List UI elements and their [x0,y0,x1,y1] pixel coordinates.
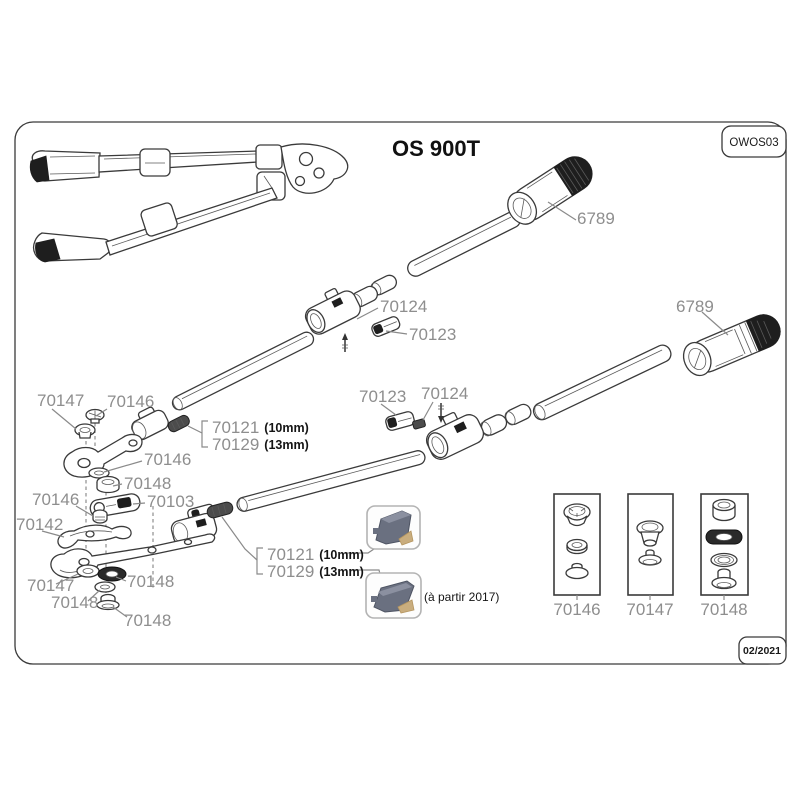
detail-box-label: 70148 [700,600,747,619]
cap-70148 [96,475,120,494]
detail-box-70147: 70147 [626,493,674,619]
handle-grip-right [682,314,781,377]
callout-labels: 6789 6789 70124 70123 70123 70124 70147 … [16,209,714,630]
bracket-row: 70121(10mm) [267,545,364,564]
pole-tube-lower [171,331,315,411]
nut-70146-low [92,509,108,524]
doc-code-box [721,125,787,158]
size-bracket-upper: 70121(10mm) 70129(13mm) [201,418,309,454]
part-label-70148-cap: 70148 [124,474,171,493]
part-label-70142: 70142 [16,515,63,534]
photo-inset-13mm [365,572,422,619]
cap-70147-top [74,423,96,439]
part-label-70123-top: 70123 [409,325,456,344]
ferrule-insert-lower [206,501,234,519]
washer-70148-dark [97,566,127,582]
part-label-70103: 70103 [147,492,194,511]
washer-70146-mid [88,467,110,479]
size-bracket-lower: 70121(10mm) 70129(13mm) [256,545,364,581]
washer-70148-mid [94,581,116,593]
link-arm [63,433,143,478]
photo-inset-10mm [366,505,421,550]
lock-lever-mid [385,411,415,431]
part-label-70124-top: 70124 [380,297,427,316]
doc-code: OWOS03 [729,137,778,149]
page-title: OS 900T [392,136,481,161]
ferrule-c [504,403,532,426]
pole-tube-mid [236,450,426,512]
detail-box-70148: 70148 [700,493,749,619]
clamp-housing-upper [304,287,361,335]
note-after-2017: (à partir 2017) [424,590,499,604]
bracket-row: 70129(13mm) [212,435,309,454]
washer-70147-bottom [76,564,100,578]
part-label-70124-mid: 70124 [421,384,468,403]
ferrule-insert-upper [167,414,190,433]
spring-pin-mid [438,403,444,423]
part-label-6789-right: 6789 [676,297,714,316]
detail-box-label: 70146 [553,600,600,619]
revision-date: 02/2021 [743,645,781,657]
head-clamp-upper [131,406,169,441]
revision-box [738,636,787,665]
part-label-70148-b3: 70148 [124,611,171,630]
part-label-70147-top: 70147 [37,391,84,410]
spring-pin-upper [342,333,348,352]
counter-blade-70142 [57,524,132,549]
part-label-70146-top: 70146 [107,392,154,411]
detail-box-70146: 70146 [553,493,601,619]
lock-lever-upper [371,316,401,337]
part-label-70123-mid: 70123 [359,387,406,406]
bracket-row: 70121(10mm) [212,418,309,437]
lower-pole-assembly [170,314,781,546]
part-label-6789-top: 6789 [577,209,615,228]
part-label-70147-bottom: 70147 [27,576,74,595]
part-label-70146-low: 70146 [32,490,79,509]
clamp-housing-mid [425,411,485,460]
part-label-70148-b1: 70148 [127,572,174,591]
bracket-row: 70129(13mm) [267,562,364,581]
part-label-70148-b2: 70148 [51,593,98,612]
lock-clip-mid [412,418,426,430]
part-label-70146-mid: 70146 [144,450,191,469]
handle-grip-top [507,156,593,225]
bolt-70146-top [85,408,105,424]
detail-box-label: 70147 [626,600,673,619]
upper-pole-assembly [131,156,593,441]
lopper-overview-drawing [29,143,349,263]
nut-70148-bottom [96,593,120,611]
pole-tube-right [532,344,672,421]
cutting-head-stack [50,408,216,611]
